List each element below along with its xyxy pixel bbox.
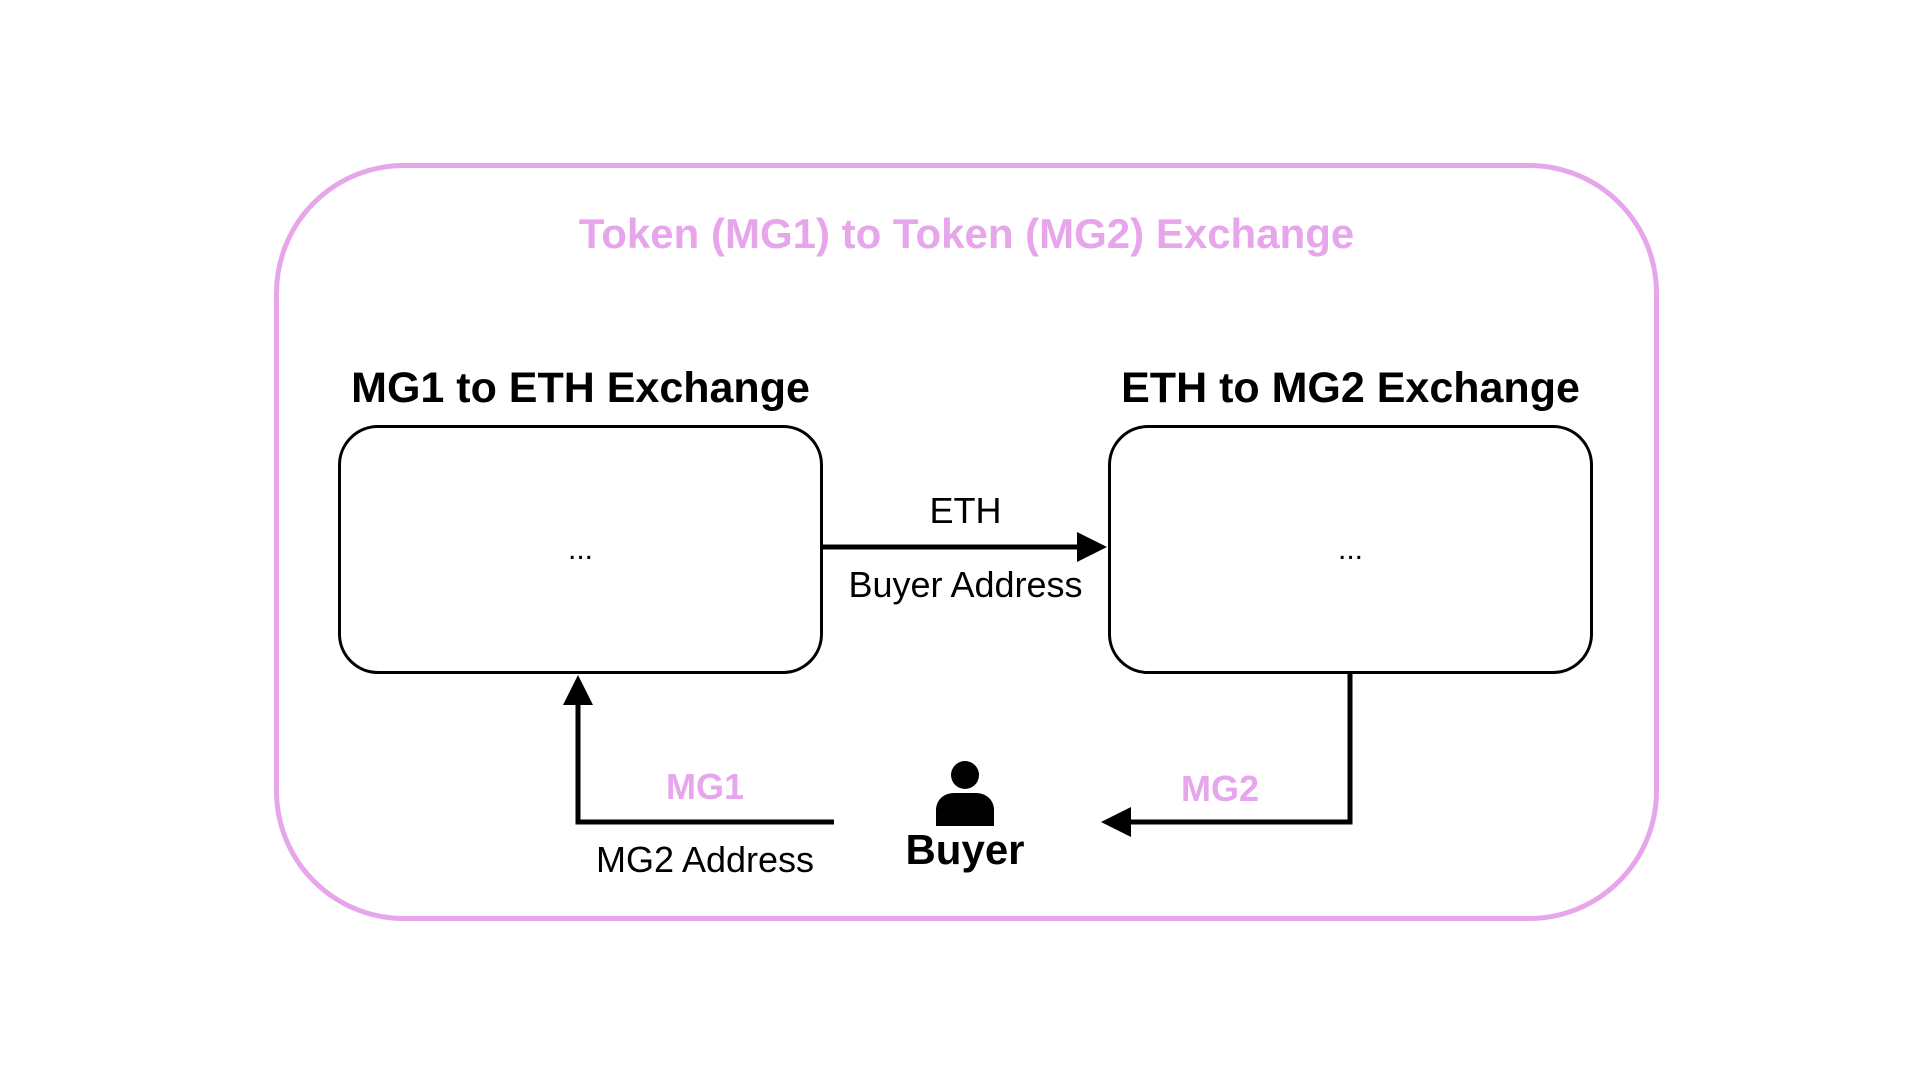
outer-frame: [274, 163, 1659, 921]
left-box-heading: MG1 to ETH Exchange: [351, 364, 810, 412]
diagram-title: Token (MG1) to Token (MG2) Exchange: [578, 210, 1355, 257]
person-icon: [936, 761, 994, 826]
buyer-label: Buyer: [905, 826, 1025, 873]
mg1-label: MG1: [665, 766, 744, 807]
buyer-address-label: Buyer Address: [848, 564, 1083, 605]
right-box-heading: ETH to MG2 Exchange: [1121, 364, 1580, 412]
right-exchange-box: ...: [1108, 425, 1593, 674]
eth-label: ETH: [929, 490, 1002, 531]
left-box-content: ...: [567, 532, 593, 566]
mg2-address-label: MG2 Address: [595, 839, 815, 880]
mg2-label: MG2: [1180, 768, 1259, 809]
right-box-content: ...: [1337, 532, 1363, 566]
left-exchange-box: ...: [338, 425, 823, 674]
